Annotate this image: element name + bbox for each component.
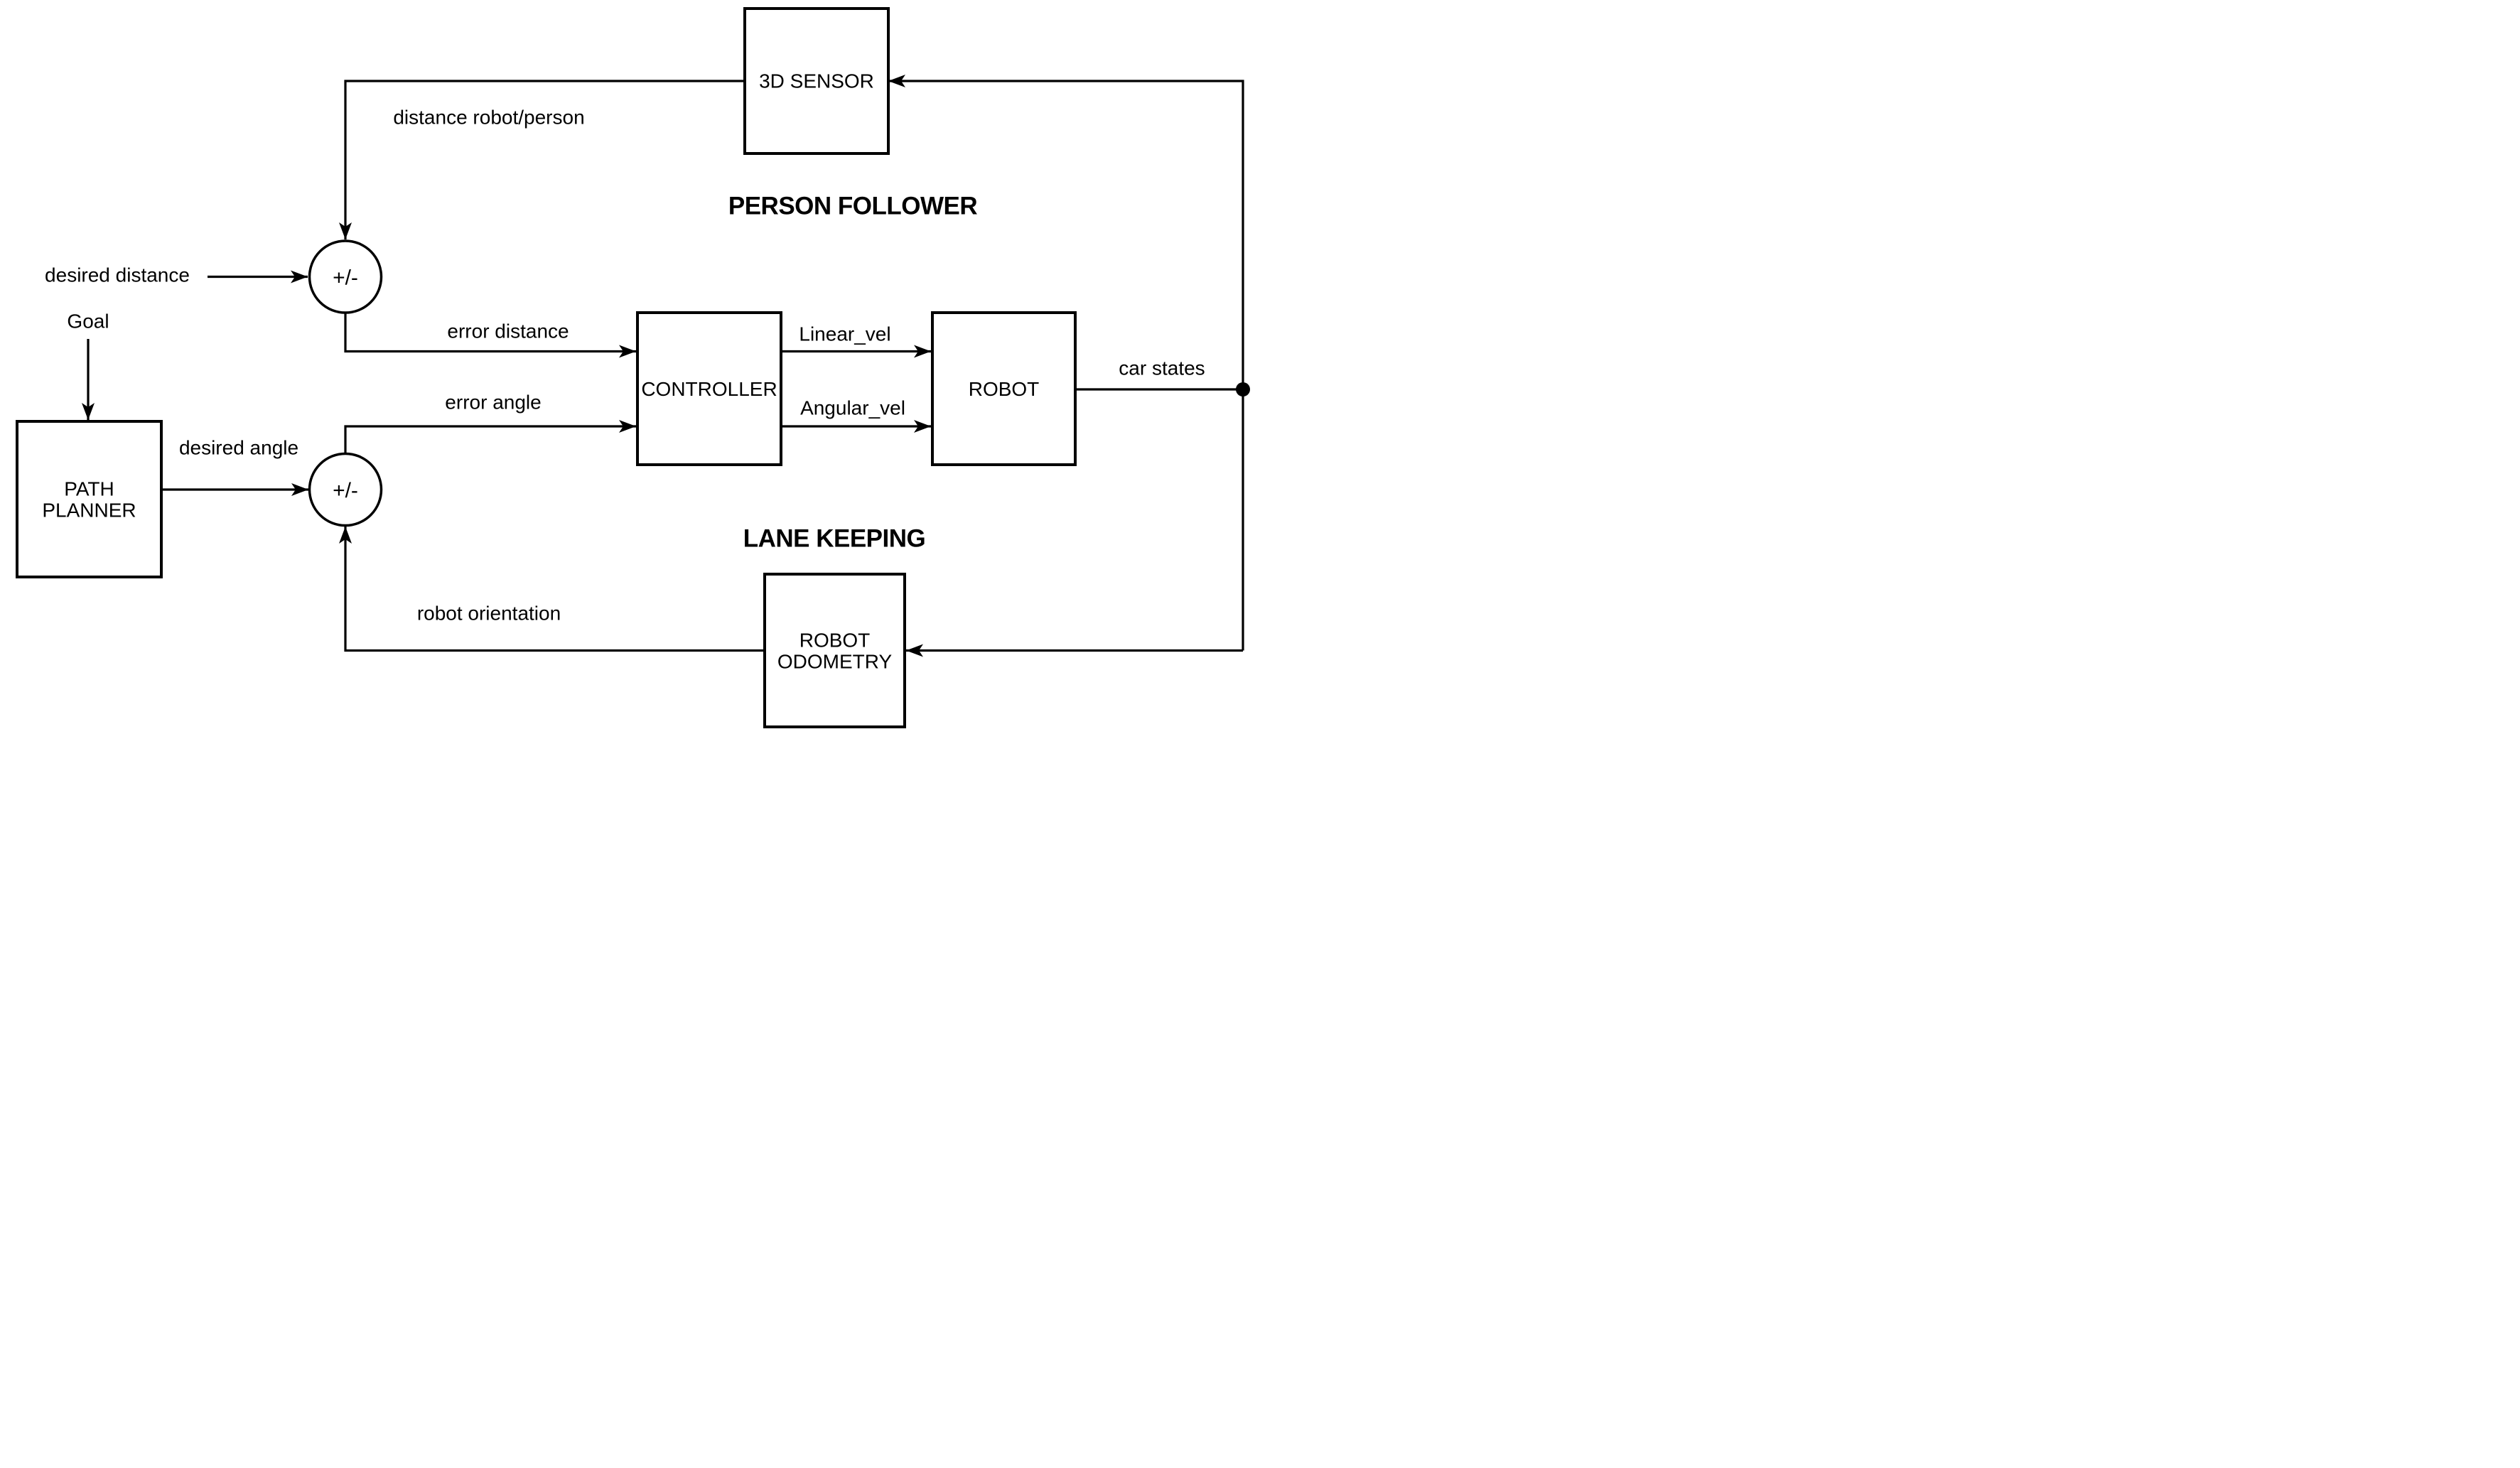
car-states-label: car states	[1119, 357, 1205, 379]
control-system-block-diagram: 3D SENSOR PATH PLANNER CONTROLLER ROBOT …	[16, 7, 1250, 728]
angular-vel-label: Angular_vel	[800, 397, 905, 419]
error-distance-label: error distance	[447, 320, 569, 342]
robot-odometry-block	[763, 573, 906, 728]
sum-junction-distance	[308, 239, 383, 314]
robot-odometry-label-line2: ODOMETRY	[777, 651, 893, 673]
sum-junction-distance-label: +/-	[333, 266, 358, 290]
lane-keeping-title: LANE KEEPING	[743, 525, 926, 553]
feedback-top-connector	[888, 75, 1244, 651]
car-states-junction-dot	[1236, 382, 1250, 396]
robot-block	[931, 311, 1077, 466]
robot-orientation-label: robot orientation	[417, 603, 561, 625]
distance-robot-person-label: distance robot/person	[393, 107, 584, 129]
path-planner-block	[16, 420, 163, 578]
robot-odometry-label-line1: ROBOT	[799, 630, 871, 652]
error-angle-connector	[344, 420, 636, 454]
block-diagram-canvas: 3D SENSOR PATH PLANNER CONTROLLER ROBOT …	[0, 0, 1260, 734]
path-planner-label-line1: PATH	[64, 478, 114, 500]
sum-junction-angle	[308, 452, 383, 527]
sensor-to-sum-connector	[339, 80, 745, 239]
sum-junction-angle-label: +/-	[333, 479, 358, 502]
desired-angle-label: desired angle	[179, 437, 298, 459]
controller-label: CONTROLLER	[641, 378, 777, 400]
robot-label: ROBOT	[969, 378, 1040, 400]
controller-block	[636, 311, 782, 466]
desired-distance-label: desired distance	[45, 264, 190, 286]
sensor-3d-block	[743, 7, 890, 155]
path-planner-label-line2: PLANNER	[42, 500, 136, 522]
sensor-3d-label: 3D SENSOR	[759, 70, 874, 92]
linear-vel-label: Linear_vel	[799, 323, 890, 345]
goal-label: Goal	[67, 311, 109, 333]
error-angle-label: error angle	[445, 392, 541, 414]
person-follower-title: PERSON FOLLOWER	[728, 193, 978, 220]
error-distance-connector	[344, 313, 636, 358]
robot-orientation-connector	[339, 527, 765, 652]
